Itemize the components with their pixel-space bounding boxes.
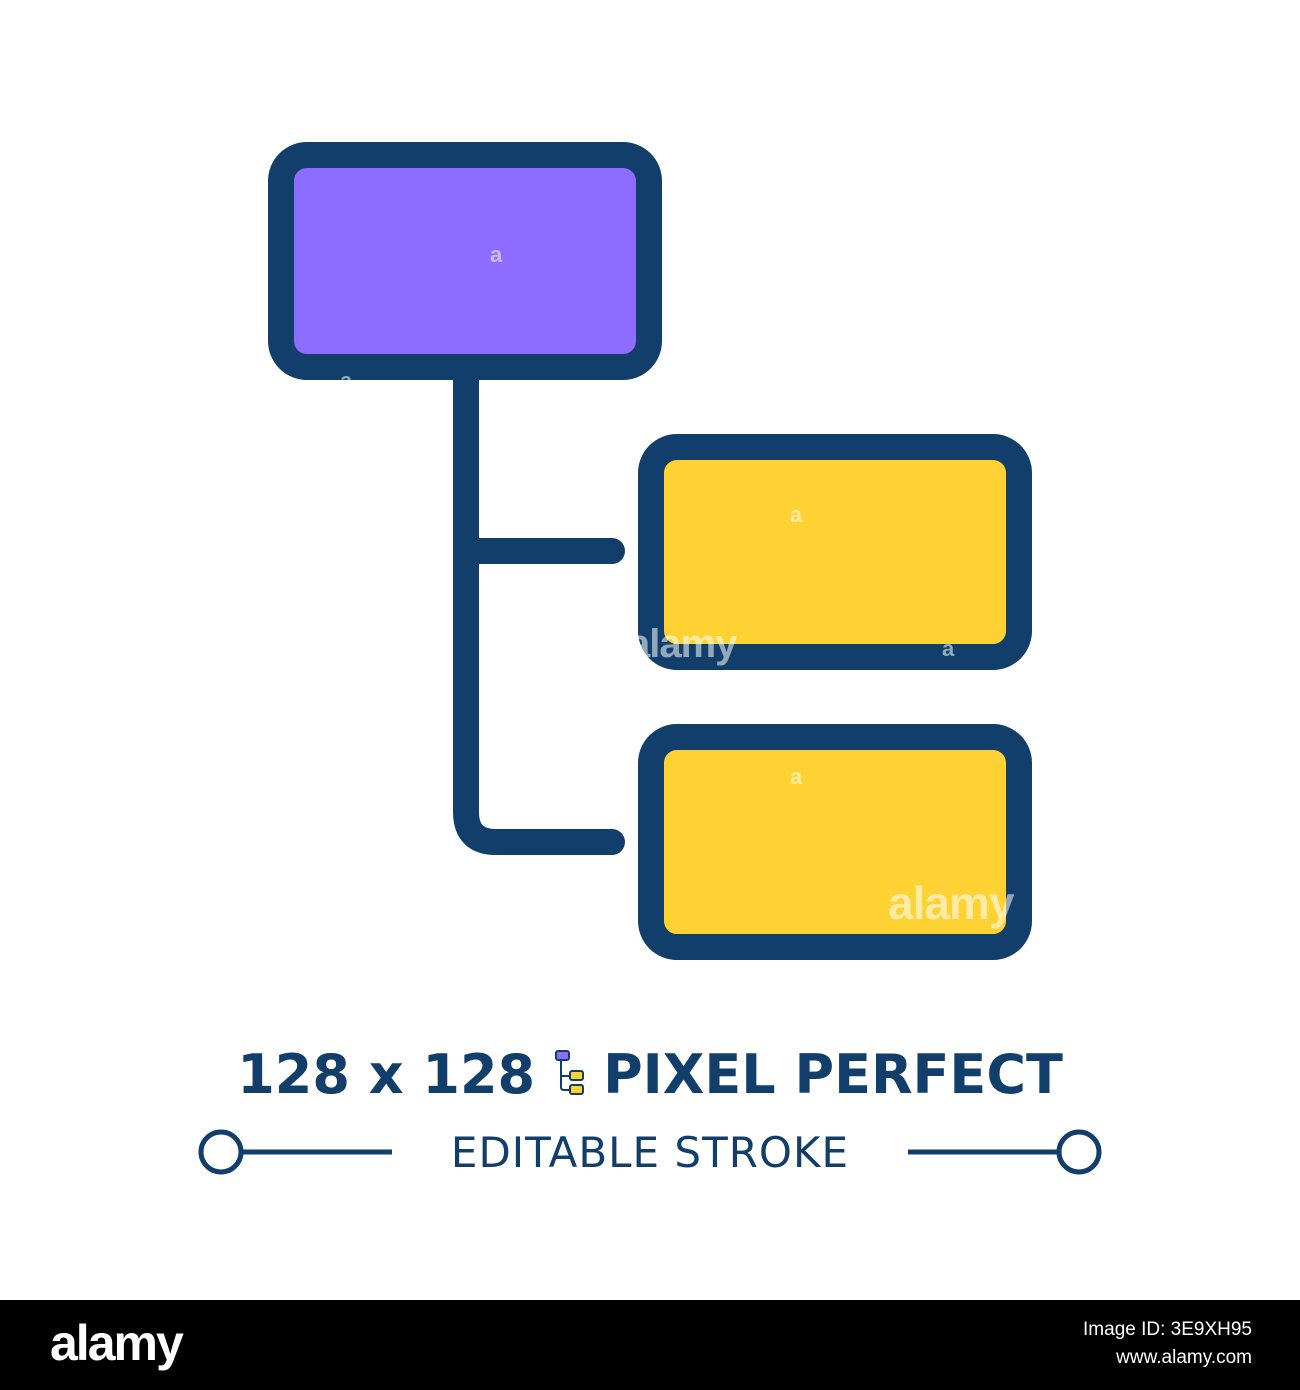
hierarchy-icon — [268, 142, 1032, 960]
hierarchy-mini-icon — [555, 1050, 585, 1095]
footer-meta: Image ID: 3E9XH95 www.alamy.com — [1083, 1316, 1252, 1372]
image-canvas: a a a a a alamy alamy — [268, 142, 1032, 960]
alamy-logo: alamy — [50, 1315, 184, 1371]
child-node-box-1 — [638, 434, 1032, 670]
trunk-line — [453, 359, 625, 855]
image-id-text: Image ID: 3E9XH95 — [1083, 1319, 1252, 1340]
pixel-perfect-text: PIXEL PERFECT — [603, 1042, 1063, 1106]
watermark-letter: a — [790, 502, 802, 527]
left-node-circle-icon — [198, 1129, 244, 1175]
watermark-letter: a — [340, 368, 352, 393]
stroke-decoration — [198, 1129, 1102, 1175]
editable-stroke-label: EDITABLE STROKE — [450, 1128, 850, 1177]
site-url-text: www.alamy.com — [1116, 1347, 1252, 1368]
child-node-box-2 — [638, 724, 1032, 960]
watermark-logo: alamy — [628, 622, 737, 666]
tree-connector-lines — [453, 359, 625, 855]
size-text: 128 x 128 — [237, 1042, 536, 1106]
size-headline: 128 x 128 PIXEL PERFECT — [0, 1042, 1300, 1106]
watermark-letter: a — [790, 764, 802, 789]
right-node-circle-icon — [1056, 1129, 1102, 1175]
editable-stroke-bar: EDITABLE STROKE — [0, 1124, 1300, 1180]
watermark-letter: a — [490, 242, 502, 267]
watermark-logo: alamy — [888, 877, 1014, 929]
watermark-letter: a — [942, 636, 954, 661]
stock-footer: alamy Image ID: 3E9XH95 www.alamy.com — [0, 1300, 1300, 1390]
parent-node-box — [268, 142, 662, 380]
